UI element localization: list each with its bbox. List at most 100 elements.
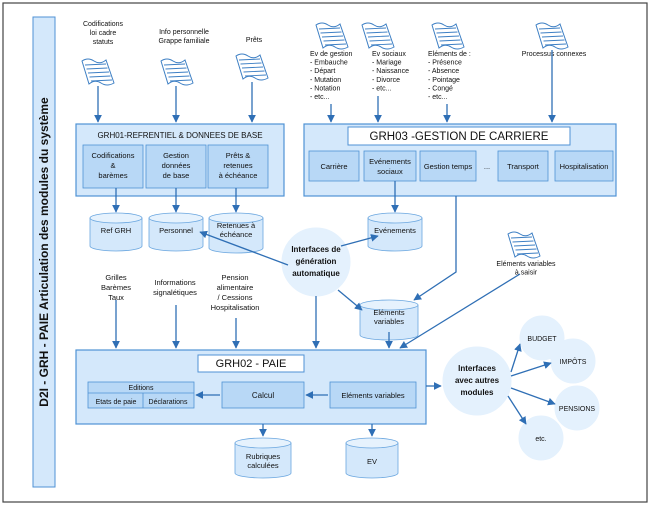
grh03-submodule-label: Transport	[507, 162, 540, 171]
document-icon	[235, 53, 269, 81]
grh01-submodule-box	[145, 144, 207, 189]
source-label: Info personnelle	[159, 29, 209, 36]
grh01-submodule-label: à échéance	[219, 171, 258, 180]
grh01-submodule-label: données	[162, 161, 191, 170]
database-cylinder	[234, 437, 292, 479]
source-label: à saisir	[515, 270, 538, 277]
output-circle	[550, 338, 596, 384]
flow-label: Informations	[154, 278, 196, 287]
source-label: - Départ	[310, 68, 335, 75]
source-label: - etc...	[372, 85, 392, 92]
database-label: Personnel	[159, 226, 193, 235]
source-label: - Notation	[310, 85, 340, 92]
source-label: - Mariage	[372, 60, 402, 67]
flow-label: Hospitalisation	[211, 303, 260, 312]
source-label: - Divorce	[372, 77, 400, 84]
database-cylinder	[359, 299, 419, 341]
grh01-submodule-box	[207, 144, 269, 189]
interface-label: modules	[461, 388, 494, 397]
interface-label: automatique	[292, 269, 340, 278]
database-label: Rubriques	[246, 452, 280, 461]
grh01-submodule-label: Prêts &	[226, 151, 251, 160]
interface-label: avec autres	[455, 376, 500, 385]
grh01-submodule-label: Gestion	[163, 151, 189, 160]
source-documents	[81, 22, 569, 259]
flow-arrows	[94, 50, 556, 437]
flow-arrow	[510, 343, 522, 373]
flow-arrow	[413, 196, 457, 301]
flow-label: / Cessions	[217, 293, 252, 302]
output-circle	[519, 315, 565, 361]
database-cylinder	[345, 437, 399, 479]
grh03-submodule-box	[419, 150, 477, 182]
elements-variables-label: Eléments variables	[341, 391, 405, 400]
flow-arrow	[510, 387, 556, 406]
document-icon	[361, 22, 395, 50]
interfaces-autres-circle	[442, 346, 512, 416]
flow-label: Taux	[108, 293, 124, 302]
editions-title: Editions	[129, 385, 154, 392]
grh02-title: GRH02 - PAIE	[216, 358, 287, 370]
flow-arrow	[337, 289, 363, 311]
database-cylinder	[89, 212, 143, 252]
grh03-submodule-box	[554, 150, 614, 182]
document-icon	[315, 22, 349, 50]
side-title: D2I - GRH - PAIE Articulation des module…	[37, 97, 51, 407]
source-label: loi cadre	[90, 30, 117, 37]
calcul-box	[221, 381, 305, 409]
source-label: Codifications	[83, 21, 124, 28]
grh01-submodule-label: &	[110, 161, 115, 170]
database-label: Ref GRH	[101, 226, 131, 235]
grh03-submodule-label: Evénements	[369, 157, 411, 166]
grh03-title: GRH03 -GESTION DE CARRIERE	[370, 131, 549, 143]
etats-de-paie: Etats de paie	[96, 399, 137, 406]
flow-label: Barèmes	[101, 283, 131, 292]
output-label: PENSIONS	[559, 406, 596, 413]
flow-arrow	[340, 234, 379, 247]
source-label: - Mutation	[310, 77, 341, 84]
source-label: - etc...	[428, 94, 448, 101]
output-label: etc.	[535, 436, 546, 443]
database-label: Retenues à	[217, 221, 256, 230]
calcul-label: Calcul	[252, 391, 274, 400]
flow-arrow	[510, 361, 552, 377]
flow-arrow	[507, 395, 527, 425]
side-title-bar	[32, 16, 56, 488]
grh01-submodule-box	[82, 144, 144, 189]
source-label: - Absence	[428, 68, 459, 75]
document-icon	[431, 22, 465, 50]
document-icon	[507, 231, 541, 259]
source-label: Grappe familiale	[159, 38, 210, 45]
grh01-submodule-label: Codifications	[92, 151, 135, 160]
database-cylinder	[367, 212, 423, 252]
database-label: échéance	[220, 230, 253, 239]
grh03-submodule-label: ...	[484, 162, 490, 171]
grh03-submodule-box	[363, 150, 417, 182]
grh02-title-box	[197, 354, 305, 373]
output-label: IMPÔTS	[560, 357, 587, 366]
source-label: - Naissance	[372, 68, 409, 75]
source-label: Eléments variables	[496, 261, 556, 268]
source-label: Eléments de :	[428, 51, 471, 58]
source-label: - Pointage	[428, 77, 460, 84]
flow-label: Grilles	[105, 273, 127, 282]
grh03-title-box	[347, 126, 571, 146]
flow-arrow	[199, 230, 289, 266]
source-label: Processus connexes	[522, 51, 587, 58]
source-label: - Congé	[428, 85, 453, 92]
flow-label: Pension	[221, 273, 248, 282]
database-label: EV	[367, 457, 377, 466]
grh03-submodule-label: Hospitalisation	[560, 162, 609, 171]
declarations: Déclarations	[149, 399, 188, 406]
source-label: - etc...	[310, 94, 330, 101]
database-label: calculées	[247, 461, 279, 470]
grh03-submodule-box	[497, 150, 549, 182]
